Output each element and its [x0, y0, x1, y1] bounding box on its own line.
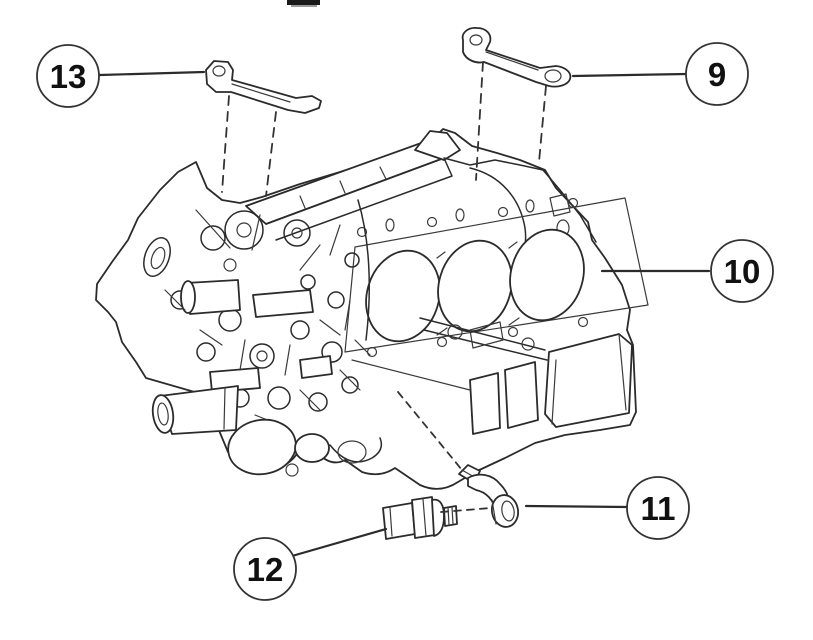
dashed-line-bracket13-left [221, 95, 230, 193]
callout-9-number: 9 [708, 56, 726, 93]
engine-block-drawing [95, 128, 649, 490]
callout-13[interactable]: 13 [36, 44, 100, 108]
callout-10[interactable]: 10 [710, 239, 774, 303]
dashed-line-bracket9-left [475, 61, 484, 181]
dashed-line-block-to-elbow [397, 391, 463, 471]
callout-13-number: 13 [50, 58, 87, 95]
dashed-line-bracket9-right [538, 85, 547, 163]
leader-line-12 [290, 527, 388, 558]
dashed-line-sensor-to-elbow [440, 507, 492, 513]
callout-9-circle[interactable] [685, 42, 749, 106]
leader-line-13 [98, 70, 206, 77]
water-pump-inlet-pipe [151, 385, 239, 435]
callout-leader-lines [98, 70, 711, 558]
front-face-details [143, 199, 371, 429]
callout-12-circle[interactable] [233, 537, 297, 601]
callout-12-number: 12 [247, 551, 284, 588]
top-edge-crop-mark [287, 0, 320, 7]
callout-11-circle[interactable] [626, 476, 690, 540]
dashed-line-bracket13-right [265, 111, 277, 197]
callout-13-circle[interactable] [36, 44, 100, 108]
callout-12[interactable]: 12 [233, 537, 297, 601]
leader-line-9 [571, 72, 688, 78]
part-elbow-connector-11 [458, 464, 520, 528]
assembly-dashed-lines [221, 61, 547, 513]
callout-11-number: 11 [641, 490, 676, 527]
part-sensor-12 [382, 496, 458, 540]
part-lifting-bracket-9 [461, 27, 572, 88]
callout-9[interactable]: 9 [685, 42, 749, 106]
leader-line-11 [524, 504, 629, 509]
oil-pan-skirt [351, 317, 633, 435]
bottom-lobes [227, 418, 383, 477]
part-lifting-bracket-13 [205, 60, 322, 114]
callout-10-number: 10 [724, 253, 761, 290]
callout-10-circle[interactable] [710, 239, 774, 303]
callout-11[interactable]: 11 [626, 476, 690, 540]
